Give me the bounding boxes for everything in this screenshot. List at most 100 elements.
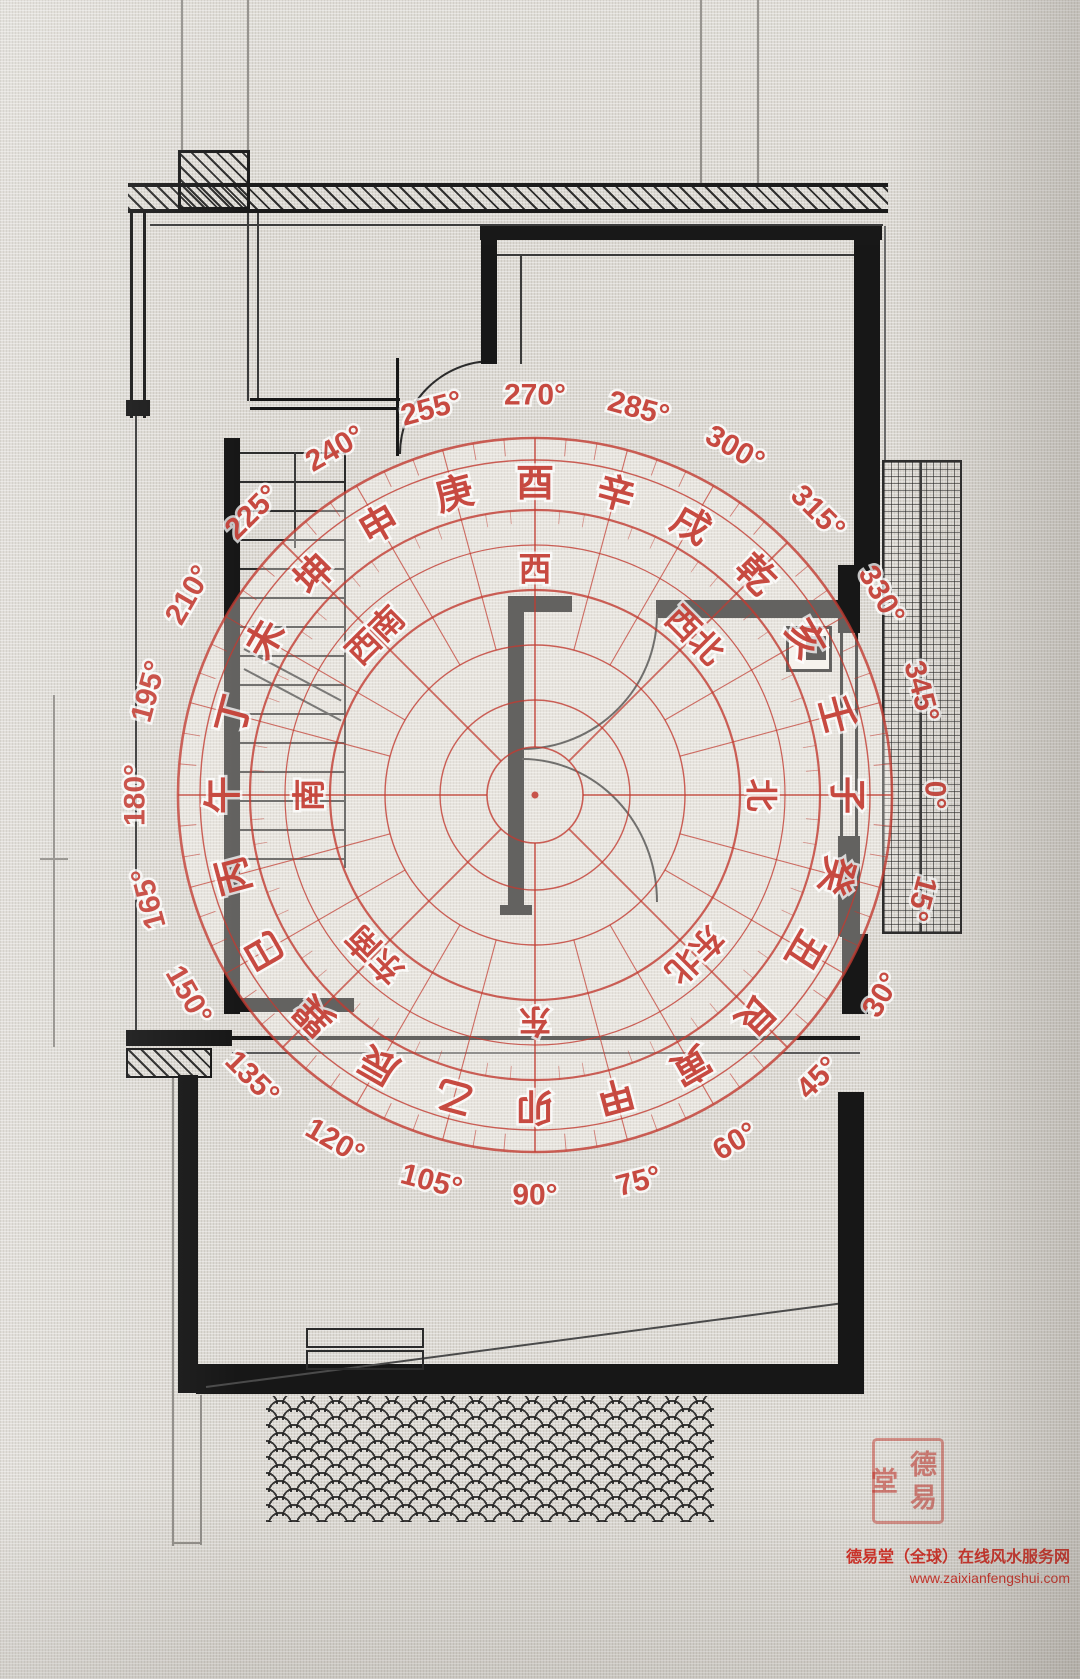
door-swing-arc: [522, 758, 658, 902]
wall-segment: [500, 905, 532, 915]
wall-line: [257, 213, 259, 401]
svg-text:申: 申: [353, 498, 407, 553]
degree-label: 285°: [604, 385, 672, 433]
svg-text:270°: 270°: [504, 379, 566, 412]
svg-text:西南: 西南: [339, 599, 412, 672]
mountain-label: 庚: [431, 469, 479, 519]
right-exterior-wall: [854, 226, 880, 571]
wall-segment: [842, 934, 868, 1014]
mountain-label: 酉: [516, 463, 554, 505]
door-swing-arc: [399, 360, 493, 454]
svg-text:165°: 165°: [125, 864, 173, 932]
svg-text:甲: 甲: [592, 1070, 640, 1120]
wall-segment: [126, 400, 150, 416]
svg-text:300°: 300°: [700, 419, 770, 479]
degree-label: 270°: [504, 379, 566, 412]
wall-line: [884, 226, 886, 462]
wall-line: [135, 416, 137, 1038]
wall-segment: [838, 836, 860, 936]
wall-line: [232, 1036, 860, 1040]
left-exterior-wall: [130, 213, 146, 418]
svg-text:卯: 卯: [516, 1085, 554, 1127]
watermark-seal: 德易堂: [867, 1438, 944, 1524]
bottom-left-wall: [178, 1075, 198, 1393]
stair-wall: [224, 998, 354, 1012]
svg-text:75°: 75°: [612, 1160, 664, 1204]
mountain-label: 巳: [238, 924, 293, 978]
direction-label: 西: [519, 551, 552, 588]
degree-label: 105°: [397, 1157, 465, 1205]
svg-text:辰: 辰: [353, 1037, 407, 1092]
svg-text:315°: 315°: [784, 479, 851, 546]
wall-line: [181, 0, 183, 152]
svg-text:210°: 210°: [159, 560, 219, 630]
top-exterior-wall: [128, 183, 888, 213]
degree-label: 150°: [159, 960, 219, 1030]
top-right-room-wall: [480, 226, 882, 240]
mountain-label: 巽: [287, 987, 344, 1044]
stair-wall: [224, 438, 240, 1014]
watermark-site-url: www.zaixianfengshui.com: [909, 1570, 1070, 1586]
svg-text:90°: 90°: [512, 1179, 557, 1212]
direction-label: 西南: [339, 599, 412, 672]
svg-text:寅: 寅: [664, 1037, 718, 1092]
window-screen-panel: [882, 460, 962, 934]
svg-text:285°: 285°: [604, 385, 672, 433]
svg-text:辛: 辛: [592, 469, 640, 519]
top-right-room-wall: [481, 240, 497, 364]
degree-label: 60°: [707, 1116, 763, 1167]
svg-text:150°: 150°: [159, 960, 219, 1030]
wall-line: [757, 0, 759, 184]
meter-box-core: [806, 636, 826, 660]
mountain-label: 辛: [592, 469, 640, 519]
wall-line: [700, 0, 702, 184]
wall-line: [520, 254, 522, 364]
mountain-label: 卯: [516, 1085, 554, 1127]
partition-wall: [656, 600, 858, 618]
wall-line: [172, 1542, 202, 1544]
wall-line: [40, 858, 68, 860]
direction-label: 东: [519, 1003, 552, 1040]
degree-label: 90°: [512, 1179, 557, 1212]
svg-text:庚: 庚: [431, 469, 479, 519]
wall-line: [172, 1078, 174, 1546]
mountain-label: 申: [353, 498, 407, 553]
wall-line: [247, 213, 249, 401]
svg-text:北: 北: [743, 779, 780, 812]
svg-text:酉: 酉: [516, 463, 554, 505]
wall-line: [920, 462, 922, 932]
svg-text:120°: 120°: [300, 1112, 370, 1172]
fixture-bar: [306, 1328, 424, 1348]
stair-divider: [294, 452, 296, 548]
svg-text:丑: 丑: [777, 924, 832, 978]
svg-text:东: 东: [519, 1003, 552, 1040]
wall-line: [200, 1395, 202, 1545]
svg-text:135°: 135°: [219, 1044, 286, 1111]
wall-line: [53, 695, 55, 1047]
direction-label: 北: [743, 779, 780, 812]
degree-label: 120°: [300, 1112, 370, 1172]
fixture-bar: [306, 1350, 424, 1370]
direction-label: 东北: [658, 918, 731, 991]
svg-text:乙: 乙: [431, 1070, 479, 1120]
svg-text:巳: 巳: [238, 924, 293, 978]
svg-text:105°: 105°: [397, 1157, 465, 1205]
degree-label: 300°: [700, 419, 770, 479]
door-leaf: [396, 358, 399, 456]
svg-text:乾: 乾: [727, 547, 784, 604]
degree-label: 210°: [159, 560, 219, 630]
svg-text:戌: 戌: [664, 498, 718, 553]
wall-line: [497, 254, 865, 256]
degree-label: 165°: [125, 864, 173, 932]
direction-label: 东南: [339, 918, 412, 991]
interior-wall: [250, 398, 400, 410]
staircase: [240, 452, 346, 868]
mountain-label: 乾: [727, 547, 784, 604]
wall-segment: [838, 565, 860, 633]
mountain-label: 寅: [664, 1037, 718, 1092]
svg-text:东南: 东南: [339, 918, 412, 991]
degree-label: 135°: [219, 1044, 286, 1111]
bottom-exterior-wall: [196, 1364, 864, 1394]
watermark: 德易堂（全球）在线风水服务网 www.zaixianfengshui.com: [640, 1548, 1070, 1588]
